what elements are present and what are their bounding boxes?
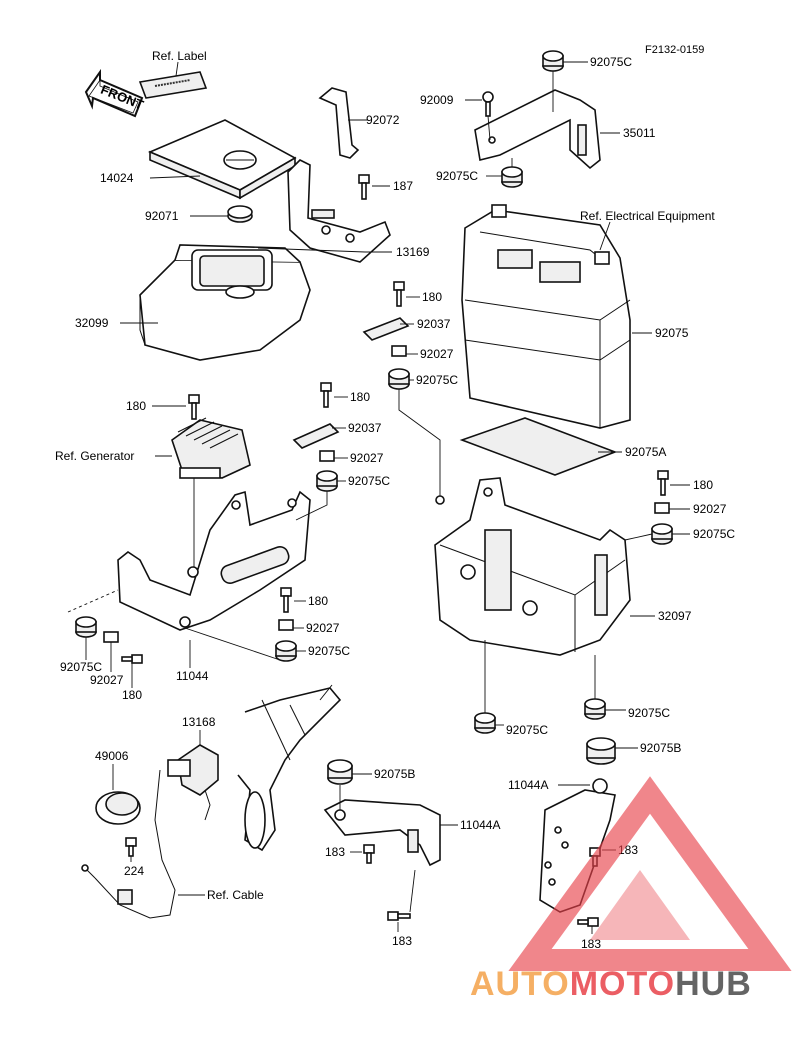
callout-13169: 13169 [396, 245, 430, 259]
fastener-stack-c: 180 92027 92075C [624, 470, 735, 545]
watermark-logo: AUTOMOTOHUB [470, 776, 792, 1003]
callout-92027-d: 92027 [306, 621, 340, 635]
ref-electrical-text: Ref. Electrical Equipment [580, 209, 715, 223]
callout-92075a: 92075A [625, 445, 666, 459]
grommet-92075c-i: 92075C [584, 698, 670, 720]
grommet-92075c-h: 92075C [474, 712, 548, 737]
callout-92027-e: 92027 [90, 673, 124, 687]
pad-92075a: 92075A [459, 417, 666, 476]
bolt-187: 187 [358, 174, 413, 200]
ref-label-text: Ref. Label [152, 49, 207, 63]
grommet-92075b-b: 92075B [586, 737, 681, 765]
bolt-183-b: 183 [387, 869, 416, 948]
callout-183-b: 183 [392, 934, 412, 948]
fastener-stack-b: 180 92037 92027 92075C [292, 382, 390, 521]
callout-92075c-i: 92075C [628, 706, 670, 720]
battery: Ref. Electrical Equipment 92075 [461, 204, 715, 429]
grommet-92075c-top: 92075C [542, 50, 632, 112]
watermark-moto: MOTO [570, 965, 675, 1003]
cap-49006: 49006 [95, 749, 141, 825]
callout-92071: 92071 [145, 209, 179, 223]
callout-180-d: 180 [693, 478, 713, 492]
callout-92027-a: 92027 [420, 347, 454, 361]
strap-92072: 92072 [318, 87, 400, 159]
bracket-13169: 13169 [257, 159, 430, 263]
battery-cover-14024: 14024 [100, 119, 297, 200]
bracket-35011: 35011 [474, 89, 656, 170]
battery-case-32099: 32099 [75, 244, 311, 361]
bolt-183-d: 183 [577, 917, 601, 951]
label-sticker: Ref. Label [138, 49, 208, 99]
bracket-11044: 11044 [67, 490, 311, 683]
callout-49006: 49006 [95, 749, 129, 763]
callout-35011: 35011 [623, 126, 656, 140]
callout-92037-a: 92037 [417, 317, 451, 331]
callout-180-e: 180 [308, 594, 328, 608]
bolt-183-a: 183 [325, 844, 375, 864]
callout-92075b-b: 92075B [640, 741, 681, 755]
callout-32099: 32099 [75, 316, 109, 330]
watermark-hub: HUB [675, 965, 752, 1003]
bolt-180-b: 180 [126, 394, 200, 570]
grommet-92071: 92071 [145, 205, 253, 223]
bracket-11044a-b: 11044A [508, 778, 616, 913]
regulator: Ref. Generator [55, 417, 251, 479]
watermark-auto: AUTO [470, 965, 570, 1003]
ref-cable-text: Ref. Cable [207, 888, 264, 902]
callout-92075c-h: 92075C [506, 723, 548, 737]
callout-92075c-e: 92075C [693, 527, 735, 541]
battery-box-32097: 32097 [434, 477, 692, 716]
callout-183-d: 183 [581, 937, 601, 951]
callout-180-a: 180 [422, 290, 442, 304]
callout-14024: 14024 [100, 171, 134, 185]
callout-11044a-a: 11044A [460, 818, 500, 832]
bracket-11044a-a: 11044A [323, 785, 500, 867]
callout-92075c-f: 92075C [308, 644, 350, 658]
callout-92027-b: 92027 [350, 451, 384, 465]
callout-92072: 92072 [366, 113, 400, 127]
watermark-text: AUTOMOTOHUB [470, 965, 752, 1003]
screw-224: 224 [124, 837, 144, 878]
callout-183-a: 183 [325, 845, 345, 859]
callout-32097: 32097 [658, 609, 692, 623]
callout-92075c-b: 92075C [436, 169, 478, 183]
callout-180-b: 180 [126, 399, 146, 413]
frame-section [237, 684, 342, 852]
relay-13168: 13168 [167, 715, 219, 821]
callout-92075b-a: 92075B [374, 767, 415, 781]
fastener-stack-a: 180 92037 92027 92075C [362, 281, 458, 500]
callout-11044: 11044 [176, 669, 209, 683]
callout-92075c-g: 92075C [60, 660, 102, 674]
callout-92027-c: 92027 [693, 502, 727, 516]
cable: Ref. Cable [81, 769, 264, 919]
callout-224: 224 [124, 864, 144, 878]
callout-187: 187 [393, 179, 413, 193]
grommet-92075b-a: 92075B [327, 759, 415, 785]
grommet-92075c-b: 92075C [436, 158, 523, 188]
fastener-stack-d: 180 92027 92075C [275, 587, 350, 662]
callout-11044a-b: 11044A [508, 778, 548, 792]
callout-13168: 13168 [182, 715, 216, 729]
callout-180-f: 180 [122, 688, 142, 702]
callout-92037-b: 92037 [348, 421, 382, 435]
callout-92075: 92075 [655, 326, 689, 340]
callout-92075c-top: 92075C [590, 55, 632, 69]
callout-92075c-c: 92075C [416, 373, 458, 387]
screw-92009: 92009 [420, 91, 494, 141]
ref-generator-text: Ref. Generator [55, 449, 134, 463]
callout-92009: 92009 [420, 93, 454, 107]
callout-180-c: 180 [350, 390, 370, 404]
fastener-stack-e: 92075C 92027 180 [60, 616, 143, 702]
callout-92075c-d: 92075C [348, 474, 390, 488]
diagram-code: F2132-0159 [645, 44, 704, 56]
front-arrow: FRONT [84, 68, 146, 118]
